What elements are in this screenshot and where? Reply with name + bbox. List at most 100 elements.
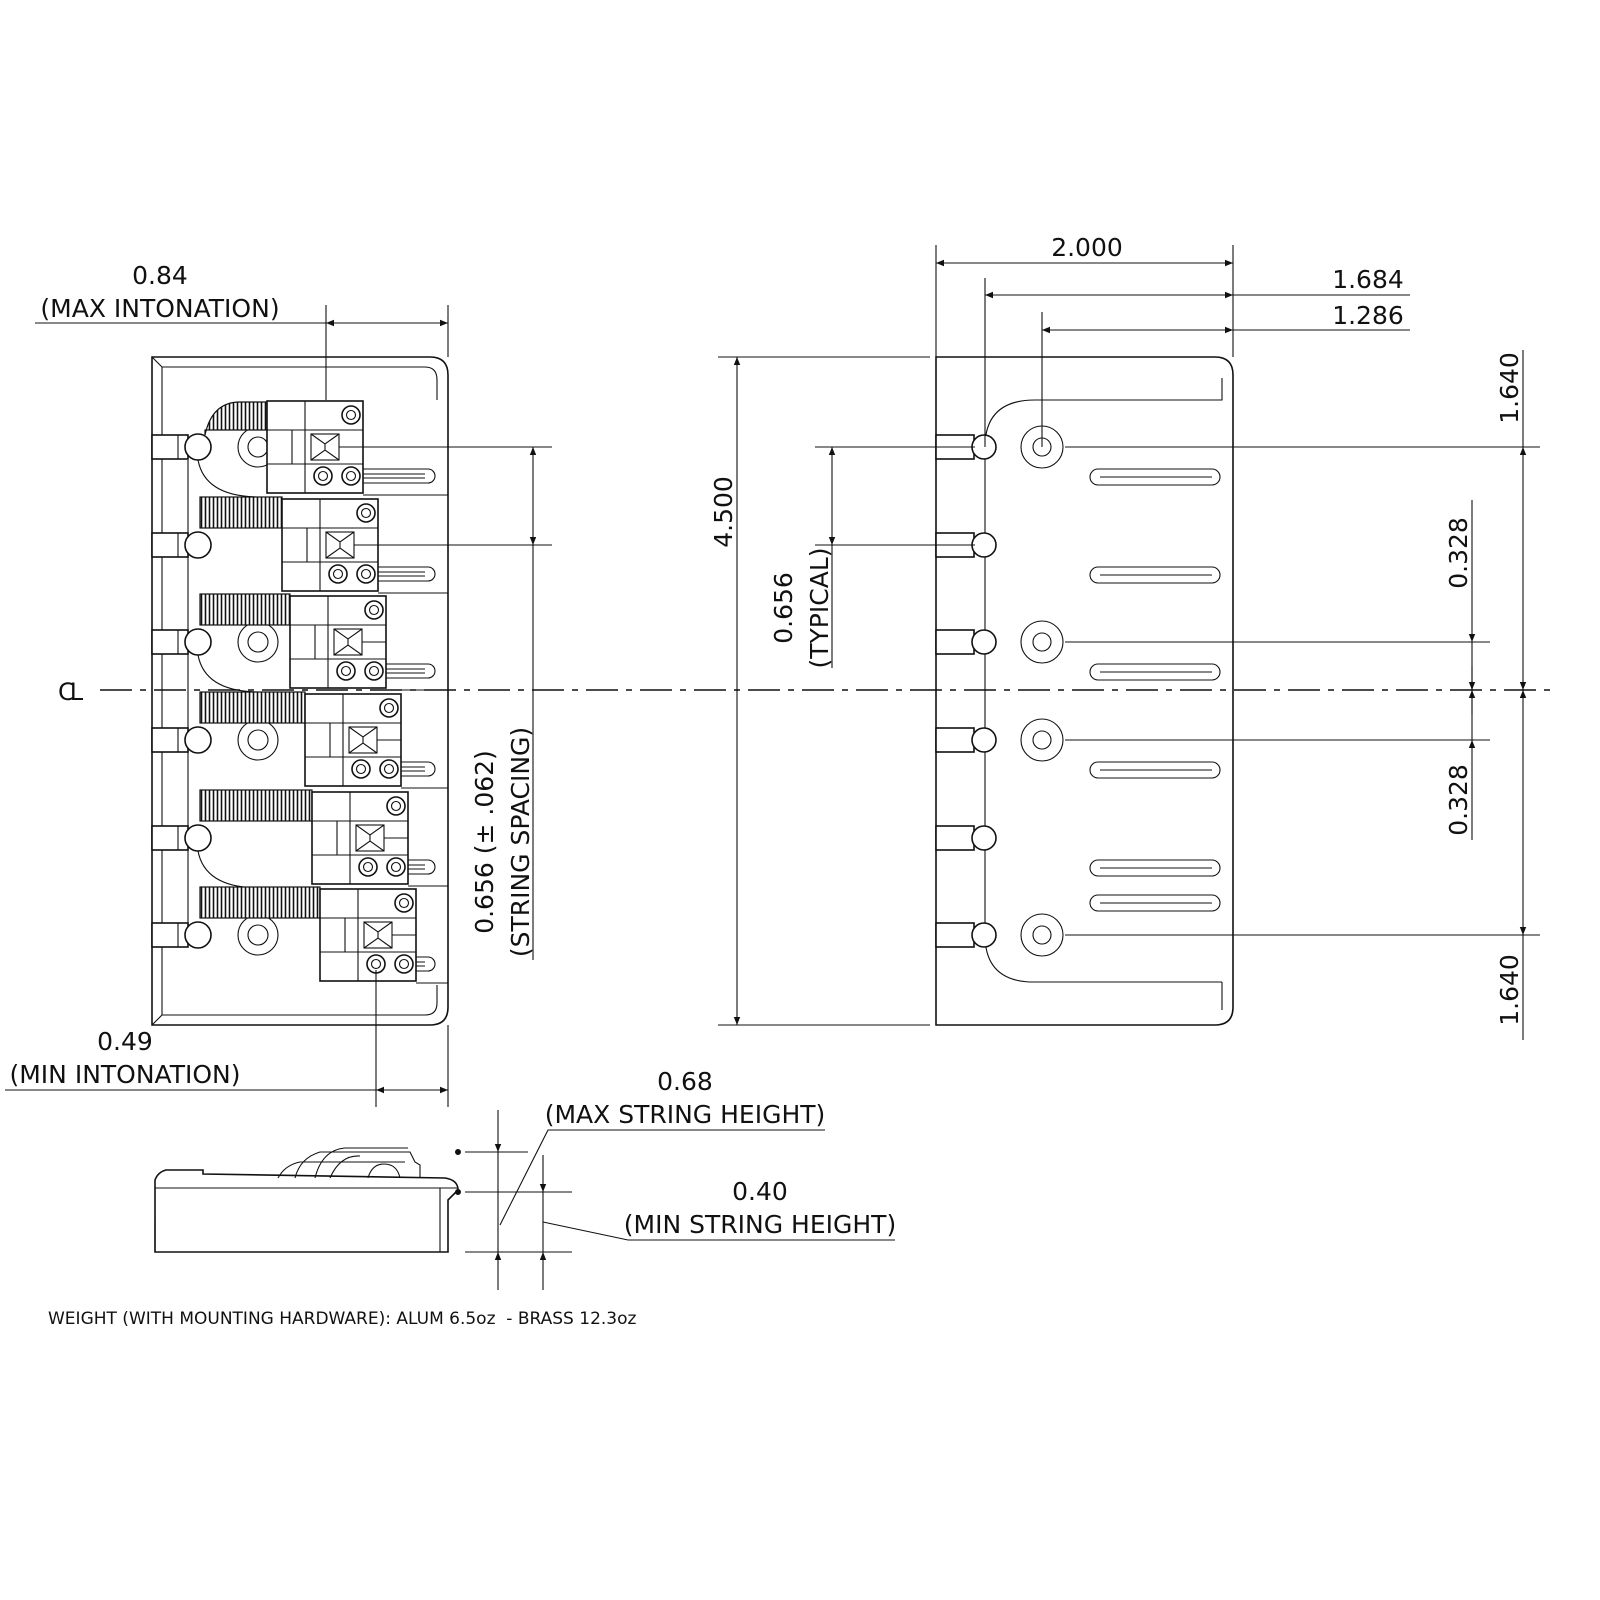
adjustment-slot	[1089, 859, 1221, 877]
screw-head-icon	[355, 824, 385, 852]
max-height-label: (MAX STRING HEIGHT)	[545, 1100, 826, 1129]
intonation-screw-inner	[370, 958, 382, 970]
width-dimensions: 2.000 1.684 1.286	[935, 233, 1410, 447]
hex-screw-inner	[368, 604, 380, 616]
string-spacing-value: 0.656 (± .062)	[470, 750, 499, 934]
hex-screw-icon	[379, 759, 399, 779]
mount-tab	[935, 922, 975, 948]
min-intonation-dimension: 0.49 (MIN INTONATION)	[5, 970, 449, 1107]
hex-screw-inner	[390, 861, 402, 873]
string-ball-hole	[184, 628, 212, 656]
weight-note: WEIGHT (WITH MOUNTING HARDWARE): ALUM 6.…	[48, 1309, 637, 1329]
hex-screw-inner	[390, 800, 402, 812]
intonation-screw-inner	[340, 665, 352, 677]
adjustment-slot	[1089, 468, 1221, 486]
intonation-slot	[378, 566, 436, 582]
string-ball-hole	[184, 433, 212, 461]
side-view: 0.68 (MAX STRING HEIGHT) 0.40 (MIN STRIN…	[154, 1067, 896, 1290]
mounting-hole-outer	[237, 621, 279, 663]
mount-tab	[151, 825, 189, 851]
intonation-slot	[363, 468, 436, 484]
max-intonation-label: (MAX INTONATION)	[40, 294, 279, 323]
mounting-hole-inner	[247, 729, 269, 751]
mounting-outline	[935, 356, 1234, 1026]
mounting-hole-inner	[1032, 730, 1052, 750]
intonation-screw-inner	[355, 763, 367, 775]
mounting-hole-inner	[247, 924, 269, 946]
string-spacing-dimension: 0.656 (± .062) (STRING SPACING)	[360, 446, 552, 960]
min-intonation-label: (MIN INTONATION)	[9, 1060, 240, 1089]
intonation-screw-inner	[332, 568, 344, 580]
intonation-screw-icon	[313, 466, 333, 486]
string-ball-hole	[184, 824, 212, 852]
mount-tab	[935, 629, 975, 655]
mounting-hole-inner	[247, 436, 269, 458]
mount-tab	[151, 727, 189, 753]
intonation-screw-icon	[336, 661, 356, 681]
hole-offset-2-value: 1.286	[1332, 301, 1404, 330]
min-height-value: 0.40	[732, 1177, 788, 1206]
hex-screw-icon	[394, 893, 414, 913]
intonation-screw-inner	[317, 470, 329, 482]
hex-screw-icon	[341, 466, 361, 486]
hex-screw-inner	[345, 409, 357, 421]
inner-hole-top-value: 0.328	[1444, 517, 1473, 589]
mount-tab	[935, 727, 975, 753]
hex-screw-inner	[398, 897, 410, 909]
screw-head-icon	[310, 433, 340, 461]
intonation-spring	[199, 496, 283, 529]
intonation-slot	[401, 761, 436, 777]
string-channel-curve	[197, 459, 267, 498]
string-saddle-assembly	[151, 496, 448, 594]
mount-tab	[151, 434, 189, 460]
length-dimension: 4.500	[709, 356, 930, 1026]
hex-screw-inner	[383, 702, 395, 714]
max-intonation-dimension: 0.84 (MAX INTONATION)	[35, 261, 449, 400]
string-saddle-assembly	[151, 593, 448, 693]
hole-offset-1-value: 1.684	[1332, 265, 1404, 294]
mounting-hole-inner	[1032, 632, 1052, 652]
mount-tab	[935, 825, 975, 851]
hex-screw-icon	[394, 954, 414, 974]
mounting-hole-outer	[1020, 718, 1064, 762]
hex-screw-icon	[386, 857, 406, 877]
inner-hole-bottom-value: 0.328	[1444, 764, 1473, 836]
mounting-hole-inner	[1032, 925, 1052, 945]
hex-screw-icon	[379, 698, 399, 718]
intonation-spring	[199, 886, 321, 919]
string-saddle-assembly	[151, 400, 448, 498]
typical-spacing-dimension: 0.656 (TYPICAL)	[769, 446, 975, 668]
mounting-hole-outer	[1020, 620, 1064, 664]
side-screw	[367, 1163, 401, 1179]
string-spacing-label: (STRING SPACING)	[506, 727, 535, 957]
hex-screw-inner	[360, 568, 372, 580]
intonation-spring	[199, 789, 313, 822]
adjustment-slot	[1089, 761, 1221, 779]
intonation-screw-icon	[351, 759, 371, 779]
intonation-slot	[416, 956, 436, 972]
string-saddle-assembly	[151, 691, 448, 789]
overall-length-value: 4.500	[709, 476, 738, 548]
string-saddle-assembly	[151, 789, 448, 889]
string-hole	[971, 922, 997, 948]
intonation-spring	[199, 691, 306, 724]
mount-tab	[151, 532, 189, 558]
outer-hole-top-value: 1.640	[1495, 352, 1524, 424]
hex-screw-inner	[360, 507, 372, 519]
intonation-slot	[408, 859, 436, 875]
adjustment-slot	[1089, 566, 1221, 584]
screw-head-icon	[333, 628, 363, 656]
string-hole	[971, 532, 997, 558]
string-hole	[971, 629, 997, 655]
string-ball-hole	[184, 921, 212, 949]
intonation-spring	[204, 401, 268, 436]
intonation-screw-icon	[328, 564, 348, 584]
side-saddles	[277, 1147, 421, 1179]
mounting-hole-outer	[237, 719, 279, 761]
string-hole	[971, 727, 997, 753]
hex-screw-inner	[383, 763, 395, 775]
string-saddle-assembly	[151, 886, 448, 984]
mounting-hole-outer	[237, 914, 279, 956]
string-assemblies	[151, 400, 448, 984]
max-height-value: 0.68	[657, 1067, 713, 1096]
